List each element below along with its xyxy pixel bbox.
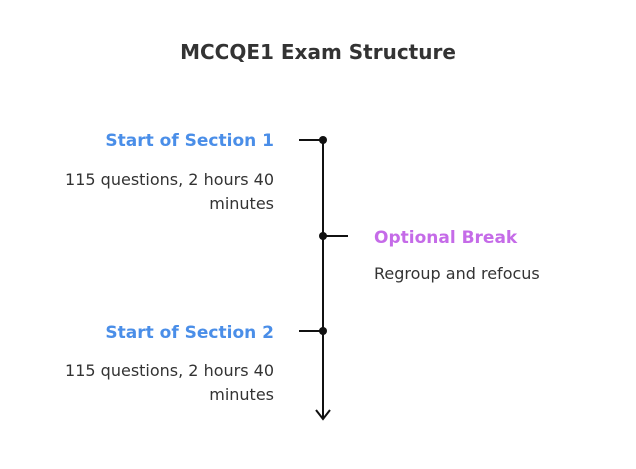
marker-section-2	[319, 327, 327, 335]
event-label-section-2: Start of Section 2	[105, 323, 274, 343]
event-desc-section-2: 115 questions, 2 hours 40 minutes	[65, 359, 274, 407]
event-label-section-1: Start of Section 1	[105, 131, 274, 151]
timeline-arrowhead	[315, 409, 331, 421]
desc-line: 115 questions, 2 hours 40	[65, 170, 274, 189]
diagram-title: MCCQE1 Exam Structure	[180, 40, 456, 64]
marker-break	[319, 232, 327, 240]
desc-line: minutes	[209, 385, 274, 404]
event-label-break: Optional Break	[374, 228, 518, 248]
desc-line: minutes	[209, 194, 274, 213]
event-desc-break: Regroup and refocus	[374, 264, 540, 283]
marker-section-1	[319, 136, 327, 144]
desc-line: 115 questions, 2 hours 40	[65, 361, 274, 380]
event-desc-section-1: 115 questions, 2 hours 40 minutes	[65, 168, 274, 216]
